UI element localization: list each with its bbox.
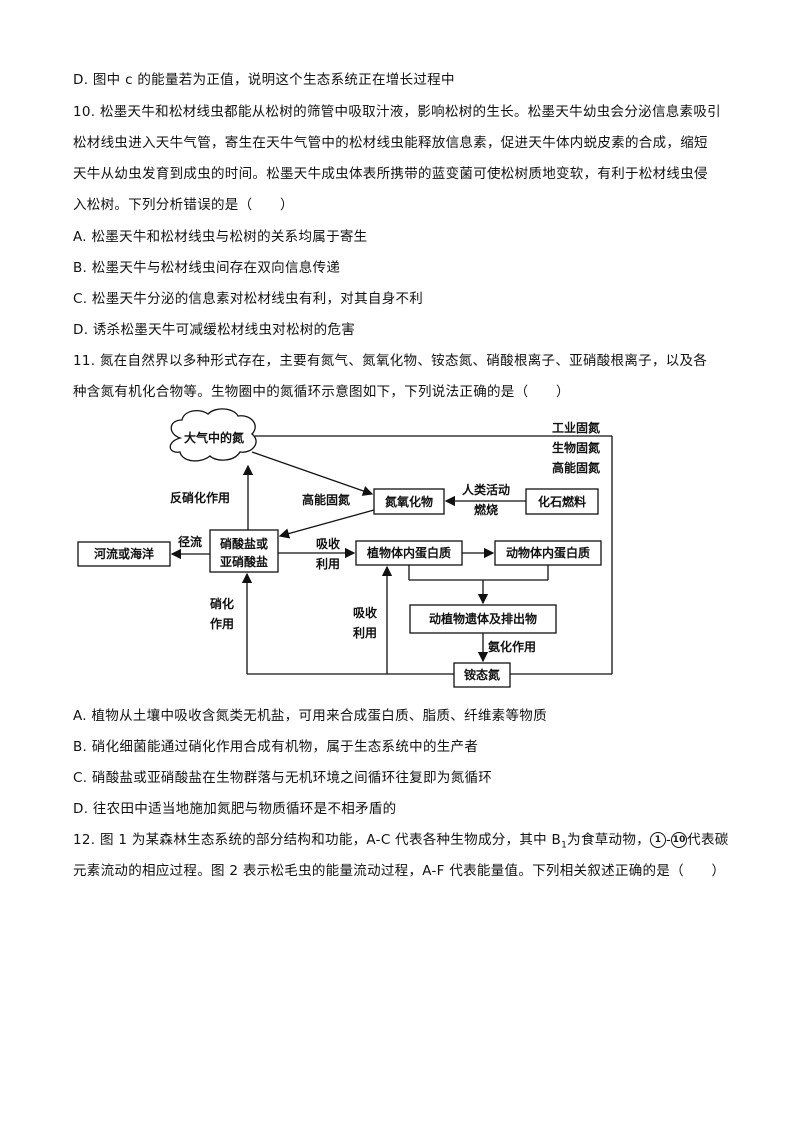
river-ocean-box xyxy=(77,541,171,567)
nitrification-label-line2: 作用 xyxy=(210,616,234,631)
q12-stem-line1: 12. 图 1 为某森林生态系统的部分结构和功能，A-C 代表各种生物成分，其中… xyxy=(73,828,729,851)
plant-protein-label: 植物体内蛋白质 xyxy=(366,545,451,560)
use-label-2: 利用 xyxy=(353,625,377,640)
high-energy-fixation-right-label: 高能固氮 xyxy=(552,460,600,475)
fossil-fuel-box xyxy=(525,488,599,515)
atmosphere-to-nox-arrow xyxy=(251,451,374,496)
nitrification-label-line1: 硝化 xyxy=(210,596,234,611)
q10-stem-line4: 入松树。下列分析错误的是（ ） xyxy=(73,197,294,213)
nox-to-nitrate-arrow xyxy=(278,509,375,539)
atmosphere-label: 大气中的氮 xyxy=(184,430,244,445)
q10-option-d: D. 诱杀松墨天牛可减缓松材线虫对松树的危害 xyxy=(73,322,356,338)
q12-stem-part1: 12. 图 1 为某森林生态系统的部分结构和功能，A-C 代表各种生物成分，其中… xyxy=(73,832,562,848)
q11-option-b: B. 硝化细菌能通过硝化作用合成有机物，属于生态系统中的生产者 xyxy=(73,739,479,755)
q11-option-d: D. 往农田中适当地施加氮肥与物质循环是不相矛盾的 xyxy=(73,801,397,817)
ammonium-label: 铵态氮 xyxy=(464,667,500,682)
q12-subscript: 1 xyxy=(561,840,568,851)
q11-option-a: A. 植物从土壤中吸收含氮类无机盐，可用来合成蛋白质、脂质、纤维素等物质 xyxy=(73,708,547,724)
runoff-label: 径流 xyxy=(178,534,202,549)
q12-stem-part2: 为食草动物， xyxy=(567,832,650,848)
q10-option-a: A. 松墨天牛和松材线虫与松树的关系均属于寄生 xyxy=(73,229,368,245)
remains-box xyxy=(409,604,557,634)
circled-number-icon: 1 xyxy=(649,832,666,848)
q12-stem-part3: 代表碳 xyxy=(687,832,729,848)
nox-label: 氮氧化物 xyxy=(385,494,433,509)
biological-fixation-label: 生物固氮 xyxy=(552,440,600,455)
q12-stem-line2: 元素流动的相应过程。图 2 表示松毛虫的能量流动过程，A-F 代表能量值。下列相… xyxy=(73,863,726,879)
q10-option-c: C. 松墨天牛分泌的信息素对松材线虫有利，对其自身不利 xyxy=(73,291,424,307)
q11-option-c: C. 硝酸盐或亚硝酸盐在生物群落与无机环境之间循环往复即为氮循环 xyxy=(73,770,493,786)
burning-label: 燃烧 xyxy=(474,502,498,517)
industrial-fixation-label: 工业固氮 xyxy=(552,420,600,435)
use-label-1: 利用 xyxy=(316,556,340,571)
nitrate-box xyxy=(209,529,279,573)
q12-dash: - xyxy=(665,832,672,848)
animal-protein-box xyxy=(494,540,602,566)
fossil-fuel-label: 化石燃料 xyxy=(538,494,586,509)
absorb-label-1: 吸收 xyxy=(316,536,340,551)
absorb-label-2: 吸收 xyxy=(353,605,377,620)
circled-number-icon: 10 xyxy=(671,832,688,848)
q10-stem-line1: 10. 松墨天牛和松材线虫都能从松树的筛管中吸取汁液，影响松树的生长。松墨天牛幼… xyxy=(73,104,721,120)
ammonification-label: 氨化作用 xyxy=(488,639,536,654)
q11-stem-line1: 11. 氮在自然界以多种形式存在，主要有氮气、氮氧化物、铵态氮、硝酸根离子、亚硝… xyxy=(73,353,708,369)
river-ocean-label: 河流或海洋 xyxy=(93,546,154,561)
nox-box xyxy=(373,488,445,515)
nitrate-label-line2: 亚硝酸盐 xyxy=(220,554,268,569)
remains-label: 动植物遗体及排出物 xyxy=(429,611,537,626)
denitrification-label: 反硝化作用 xyxy=(170,490,230,505)
high-energy-fixation-label: 高能固氮 xyxy=(302,492,350,507)
atmosphere-cloud: 大气中的氮 xyxy=(169,408,257,462)
ammonium-box xyxy=(453,662,511,688)
q10-stem-line3: 天牛从幼虫发育到成虫的时间。松墨天牛成虫体表所携带的蓝变菌可使松树质地变软，有利… xyxy=(73,166,708,182)
q10-option-b: B. 松墨天牛与松材线虫间存在双向信息传递 xyxy=(73,260,341,276)
nitrate-label-line1: 硝酸盐或 xyxy=(220,536,268,551)
q9-option-d: D. 图中 c 的能量若为正值，说明这个生态系统正在增长过程中 xyxy=(73,72,455,88)
q10-stem-line2: 松材线虫进入天牛气管，寄生在天牛气管中的松材线虫能释放信息素，促进天牛体内蜕皮素… xyxy=(73,135,708,151)
q11-stem-line2: 种含氮有机化合物等。生物圈中的氮循环示意图如下，下列说法正确的是（ ） xyxy=(73,384,570,400)
animal-protein-label: 动物体内蛋白质 xyxy=(506,545,590,560)
human-activity-label: 人类活动 xyxy=(462,482,510,497)
nitrogen-cycle-diagram: 大气中的氮 工业固氮 生物固氮 高能固氮 氮氧化物 化石燃料 硝酸盐或 亚硝酸盐… xyxy=(77,408,613,688)
